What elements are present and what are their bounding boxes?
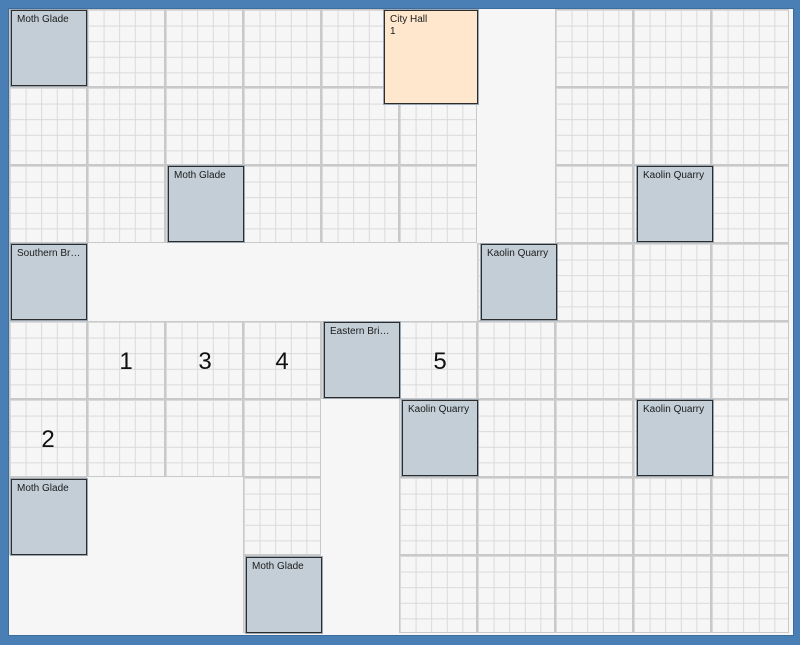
grid-tile[interactable]	[477, 399, 555, 477]
grid-tile[interactable]	[9, 87, 87, 165]
empty-tile	[165, 555, 243, 633]
grid-tile[interactable]	[555, 477, 633, 555]
grid-tile[interactable]	[243, 9, 321, 87]
grid-tile[interactable]	[165, 321, 243, 399]
grid-tile[interactable]	[555, 555, 633, 633]
grid-tile[interactable]	[555, 9, 633, 87]
grid-tile[interactable]	[399, 321, 477, 399]
grid-tile[interactable]	[243, 399, 321, 477]
grid-tile[interactable]	[87, 87, 165, 165]
building-label: Kaolin Quarry	[487, 248, 549, 259]
building-label: Moth Glade	[17, 14, 69, 25]
building-kaolin-quarry[interactable]: Kaolin Quarry	[402, 400, 478, 476]
grid-tile[interactable]	[555, 321, 633, 399]
grid-tile[interactable]	[477, 321, 555, 399]
grid-tile[interactable]	[87, 399, 165, 477]
empty-tile	[87, 243, 165, 321]
empty-tile	[9, 555, 87, 633]
grid-tile[interactable]	[711, 555, 789, 633]
grid-tile[interactable]	[633, 555, 711, 633]
grid-tile[interactable]	[555, 399, 633, 477]
empty-tile	[321, 477, 399, 555]
grid-tile[interactable]	[87, 321, 165, 399]
grid-tile[interactable]	[9, 165, 87, 243]
building-label: Eastern Bridge	[330, 326, 397, 337]
building-label: City Hall	[390, 14, 428, 25]
building-moth-glade[interactable]: Moth Glade	[11, 479, 87, 555]
building-label: Moth Glade	[252, 561, 304, 572]
city-board: Moth Glade City Hall 1 Moth Glade Kaolin…	[8, 8, 794, 636]
grid-tile[interactable]	[9, 399, 87, 477]
empty-tile	[321, 399, 399, 477]
grid-tile[interactable]	[243, 321, 321, 399]
empty-tile	[477, 87, 555, 165]
grid-tile[interactable]	[633, 243, 711, 321]
slot-number: 1	[119, 348, 133, 375]
building-label: Kaolin Quarry	[408, 404, 470, 415]
grid-tile[interactable]	[399, 477, 477, 555]
grid-tile[interactable]	[633, 87, 711, 165]
grid-tile[interactable]	[711, 87, 789, 165]
grid-tile[interactable]	[711, 399, 789, 477]
grid-tile[interactable]	[87, 9, 165, 87]
slot-number: 2	[41, 426, 55, 453]
building-kaolin-quarry[interactable]: Kaolin Quarry	[481, 244, 557, 320]
building-label: Kaolin Quarry	[643, 170, 705, 181]
empty-tile	[165, 477, 243, 555]
building-label: Southern Brid...	[17, 248, 87, 259]
grid-tile[interactable]	[633, 321, 711, 399]
grid-tile[interactable]	[711, 477, 789, 555]
grid-tile[interactable]	[165, 87, 243, 165]
grid-tile[interactable]	[243, 165, 321, 243]
empty-tile	[87, 477, 165, 555]
empty-tile	[477, 165, 555, 243]
empty-tile	[477, 9, 555, 87]
empty-tile	[87, 555, 165, 633]
grid-tile[interactable]	[399, 555, 477, 633]
grid-tile[interactable]	[165, 399, 243, 477]
grid-tile[interactable]	[165, 9, 243, 87]
building-moth-glade[interactable]: Moth Glade	[246, 557, 322, 633]
building-kaolin-quarry[interactable]: Kaolin Quarry	[637, 400, 713, 476]
grid-tile[interactable]	[243, 477, 321, 555]
grid-tile[interactable]	[243, 87, 321, 165]
grid-tile[interactable]	[9, 321, 87, 399]
slot-number: 3	[198, 348, 212, 375]
empty-tile	[321, 555, 399, 633]
grid-tile[interactable]	[633, 9, 711, 87]
empty-tile	[399, 243, 477, 321]
grid-tile[interactable]	[399, 165, 477, 243]
grid-tile[interactable]	[711, 9, 789, 87]
empty-tile	[243, 243, 321, 321]
building-moth-glade[interactable]: Moth Glade	[11, 10, 87, 86]
grid-tile[interactable]	[555, 165, 633, 243]
grid-tile[interactable]	[555, 243, 633, 321]
grid-tile[interactable]	[321, 165, 399, 243]
building-label: Kaolin Quarry	[643, 404, 705, 415]
slot-number: 4	[275, 348, 289, 375]
grid-tile[interactable]	[477, 555, 555, 633]
building-label: Moth Glade	[174, 170, 226, 181]
grid-tile[interactable]	[87, 165, 165, 243]
grid-tile[interactable]	[711, 243, 789, 321]
building-moth-glade[interactable]: Moth Glade	[168, 166, 244, 242]
empty-tile	[321, 243, 399, 321]
grid-tile[interactable]	[711, 165, 789, 243]
building-label: Moth Glade	[17, 483, 69, 494]
building-kaolin-quarry[interactable]: Kaolin Quarry	[637, 166, 713, 242]
building-eastern-bridge[interactable]: Eastern Bridge	[324, 322, 400, 398]
building-city-hall[interactable]: City Hall 1	[384, 10, 478, 104]
grid-tile[interactable]	[633, 477, 711, 555]
grid-tile[interactable]	[711, 321, 789, 399]
building-level: 1	[390, 26, 396, 37]
grid-tile[interactable]	[477, 477, 555, 555]
empty-tile	[165, 243, 243, 321]
building-southern-bridge[interactable]: Southern Brid...	[11, 244, 87, 320]
slot-number: 5	[433, 348, 447, 375]
grid-tile[interactable]	[555, 87, 633, 165]
